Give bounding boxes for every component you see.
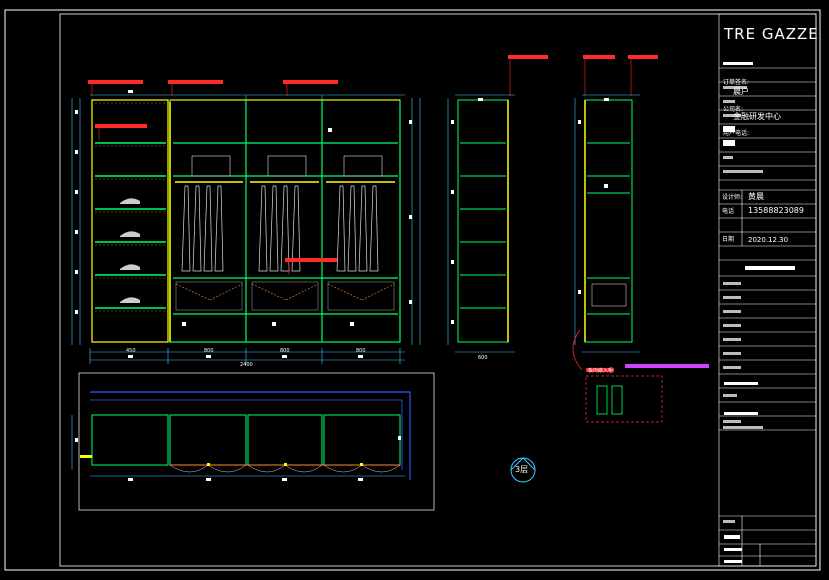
side-section-b xyxy=(572,55,709,423)
hanging-clothes xyxy=(181,185,379,272)
dim-value-total: 2400 xyxy=(240,362,253,368)
red-annotations xyxy=(88,80,338,262)
inner-frame xyxy=(59,13,817,567)
field-order-value: 晨户 xyxy=(733,87,749,96)
field-date-label: 日期 xyxy=(722,236,735,243)
title-block xyxy=(718,13,817,567)
title-block-labels xyxy=(723,86,763,523)
side-section-a xyxy=(447,55,548,353)
field-order-label: 订单签名: xyxy=(723,79,750,86)
field-tel-value: 13588823089 xyxy=(748,206,804,215)
plan-view xyxy=(71,372,435,511)
dim-value-2: 800 xyxy=(204,348,214,354)
field-tel-label: 电话 xyxy=(722,208,735,215)
dim-value-3: 800 xyxy=(280,348,290,354)
field-date-value: 2020.12.30 xyxy=(748,236,789,244)
field-phone-label: 用户电话: xyxy=(723,130,750,137)
field-designer-value: 黄晨 xyxy=(748,192,764,201)
detail-annotation: 板内嵌入柜 xyxy=(588,368,614,374)
section-marker-label: 3层 xyxy=(515,465,529,474)
dim-value-depth: 600 xyxy=(478,355,488,361)
section-marker xyxy=(510,457,536,483)
dim-value-4: 800 xyxy=(356,348,366,354)
title-block-placeholders xyxy=(723,62,795,563)
dim-value-1: 450 xyxy=(126,348,136,354)
field-company-value: 金融研发中心 xyxy=(733,112,781,121)
outer-frame xyxy=(4,9,821,571)
front-elevation xyxy=(71,80,421,364)
field-designer-label: 设计师: xyxy=(722,194,743,201)
field-company-label: 公司名: xyxy=(723,106,744,113)
brand-logo: TRE GAZZE xyxy=(724,25,819,43)
